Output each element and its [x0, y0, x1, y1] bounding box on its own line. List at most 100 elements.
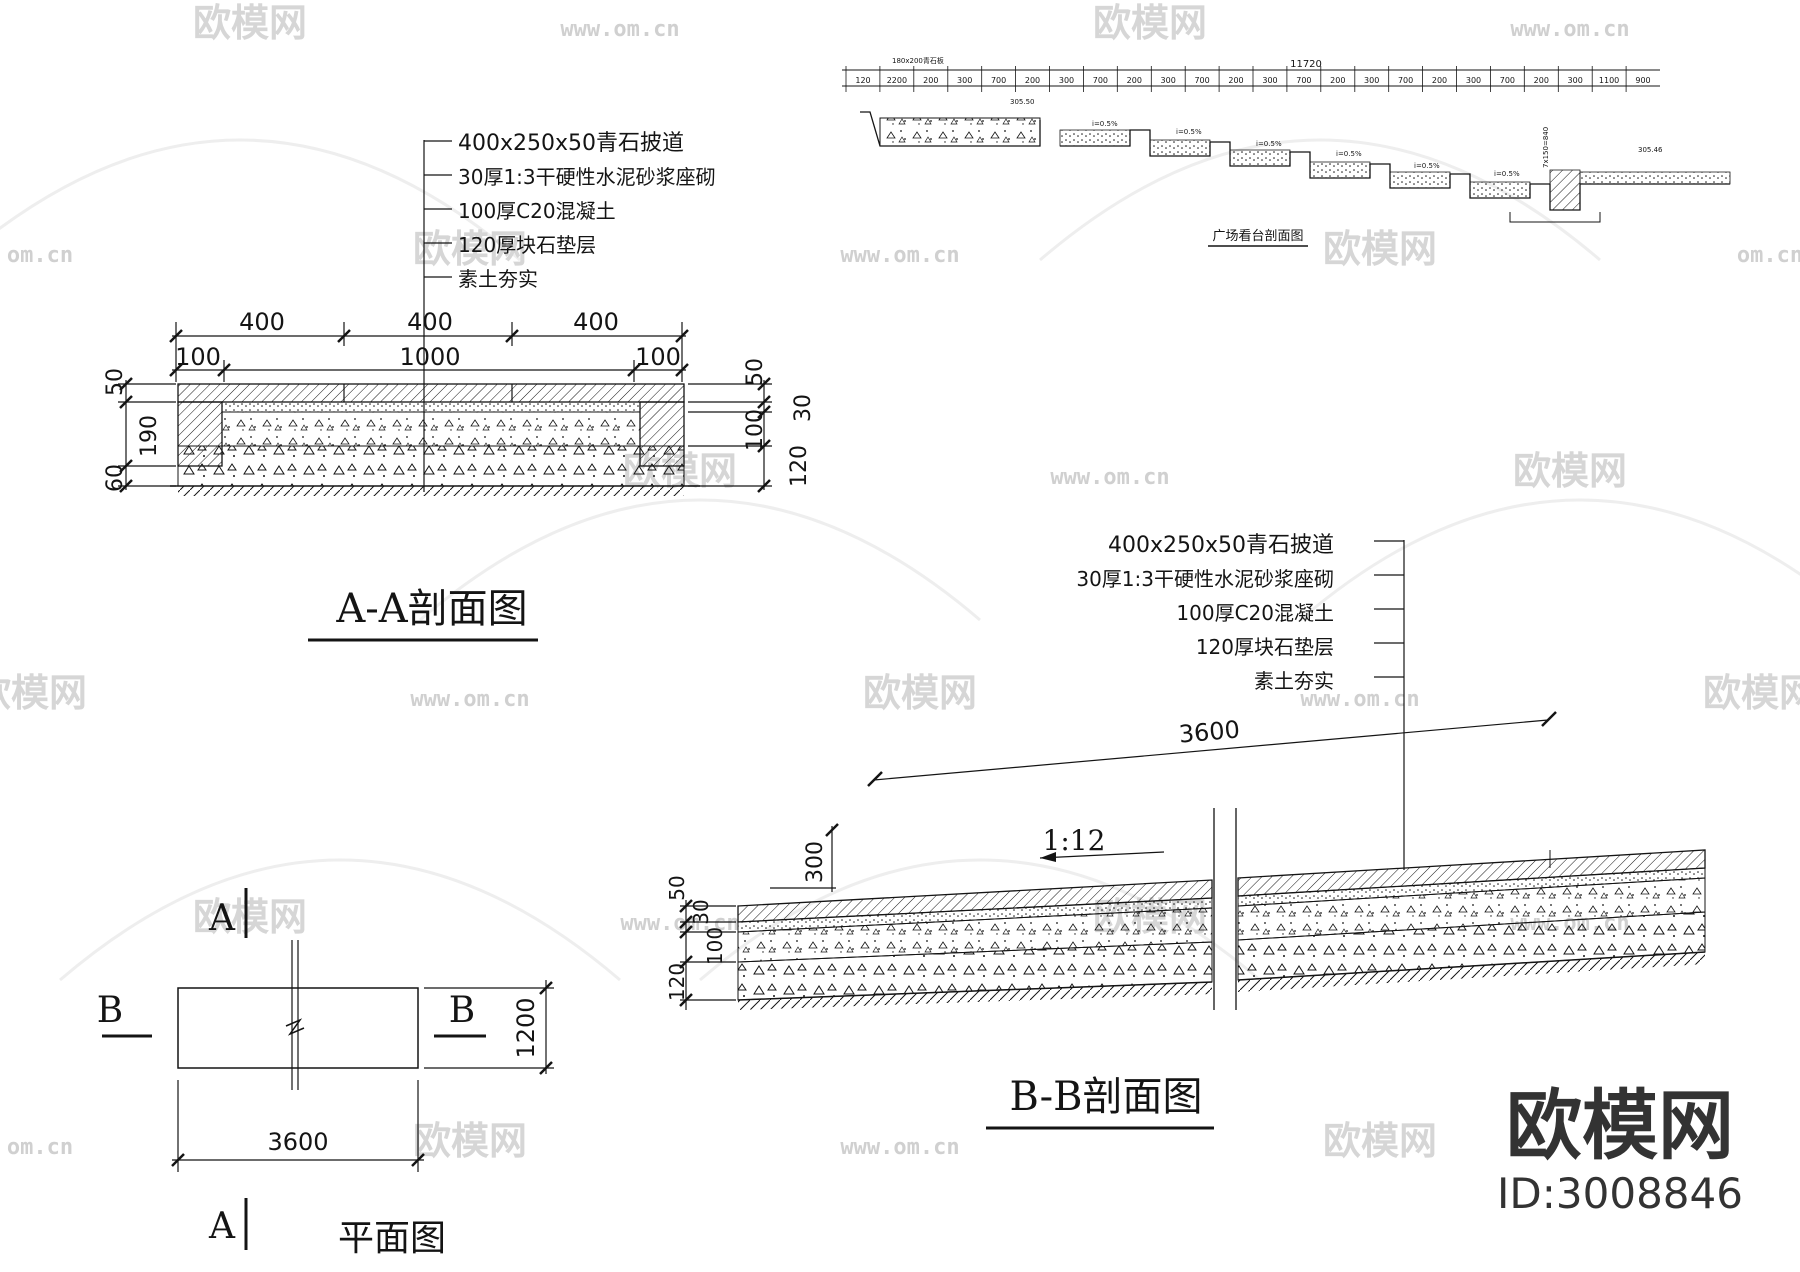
aa-dim-right-2: 30 — [791, 394, 816, 422]
brand-id: ID:3008846 — [1497, 1169, 1743, 1218]
plaza-note-4: i=0.5% — [1092, 120, 1118, 128]
aa-dim-left-1: 50 — [103, 368, 128, 396]
plaza-note-10: 7x150=840 — [1542, 127, 1550, 168]
plaza-segment-dim: 1100 — [1599, 76, 1619, 85]
brand-name: 欧模网 — [1506, 1081, 1734, 1170]
bb-layer-5: 素土夯实 — [1254, 669, 1334, 693]
watermark-text: www.om.cn — [410, 687, 529, 712]
plaza-segment-dim: 300 — [1568, 76, 1583, 85]
plaza-segment-dim: 700 — [1194, 76, 1209, 85]
plaza-section: 11720 180x200青石板 120 2200 200 300 700 200 300 7… — [842, 56, 1731, 247]
bb-dim-left-1: 50 — [665, 875, 689, 900]
plaza-segment-dim: 300 — [1364, 76, 1379, 85]
plan-height-dim: 1200 — [512, 997, 540, 1058]
watermark-text: om.cn — [1737, 243, 1800, 268]
aa-layer-2: 30厚1:3干硬性水泥砂浆座砌 — [458, 165, 716, 189]
aa-block-stone — [177, 445, 685, 487]
plaza-note-3: 305.46 — [1638, 146, 1663, 154]
watermark-text: 欧模网 — [863, 671, 977, 715]
watermark-text: www.om.cn — [1300, 687, 1419, 712]
plaza-note-1: 180x200青石板 — [892, 56, 944, 65]
plaza-note-6: i=0.5% — [1256, 140, 1282, 148]
section-bb: 400x250x50青石披道 30厚1:3干硬性水泥砂浆座砌 100厚C20混凝… — [665, 533, 1706, 1130]
plaza-note-9: i=0.5% — [1494, 170, 1520, 178]
plaza-note-8: i=0.5% — [1414, 162, 1440, 170]
plaza-segment-dim: 700 — [1296, 76, 1311, 85]
watermark-text: 欧模网 — [1323, 1119, 1437, 1163]
aa-dim-right-3: 100 — [743, 409, 768, 451]
aa-dim-right-4: 120 — [787, 445, 812, 487]
plaza-segment-dim: 300 — [1262, 76, 1277, 85]
bb-rise-dim: 300 — [803, 841, 828, 883]
plan-cut-b-left: B — [97, 990, 123, 1031]
watermark-text: 欧模网 — [193, 1, 307, 45]
watermark-text: 欧模网 — [1093, 1, 1207, 45]
plaza-segment-dim: 200 — [1330, 76, 1345, 85]
plaza-segment-dim: 200 — [1228, 76, 1243, 85]
plaza-segment-dim: 900 — [1635, 76, 1650, 85]
bb-layer-2: 30厚1:3干硬性水泥砂浆座砌 — [1076, 567, 1334, 591]
plan-width-dim: 3600 — [267, 1128, 328, 1156]
plaza-title: 广场看台剖面图 — [1212, 228, 1303, 244]
plaza-segment-dim: 700 — [1093, 76, 1108, 85]
plaza-segment-dim: 200 — [1432, 76, 1447, 85]
aa-earth — [178, 486, 684, 496]
aa-dim-left-2: 190 — [137, 415, 162, 457]
bb-length-dim: 3600 — [1178, 715, 1241, 748]
plaza-segment-dim: 300 — [957, 76, 972, 85]
bb-layer-3: 100厚C20混凝土 — [1176, 601, 1334, 625]
watermark-text: www.om.cn — [1510, 17, 1629, 42]
plaza-total: 11720 — [1290, 59, 1322, 70]
watermark-text: www.om.cn — [1050, 465, 1169, 490]
aa-layer-5: 素土夯实 — [458, 267, 538, 291]
plaza-segment-dim: 200 — [1534, 76, 1549, 85]
bb-dim-left-4: 120 — [665, 963, 689, 1001]
plaza-segment-dim: 200 — [1127, 76, 1142, 85]
bb-dim-left-2: 30 — [689, 899, 713, 924]
watermark-text: 欧模网 — [413, 227, 527, 271]
aa-mortar-bed — [221, 401, 641, 413]
plaza-segment-dim: 2200 — [887, 76, 907, 85]
aa-dim-top-2: 400 — [407, 308, 453, 336]
plaza-note-5: i=0.5% — [1176, 128, 1202, 136]
bb-slope: 1:12 — [1043, 824, 1106, 857]
plaza-note-7: i=0.5% — [1336, 150, 1362, 158]
aa-dim-mid-2: 1000 — [399, 343, 460, 371]
watermark-text: om.cn — [7, 243, 73, 268]
aa-dim-mid-3: 100 — [635, 343, 681, 371]
plan-title: 平面图 — [338, 1218, 446, 1259]
watermark-text: www.om.cn — [560, 17, 679, 42]
plaza-segment-dim: 120 — [855, 76, 870, 85]
plan-cut-a-top: A — [208, 898, 236, 939]
bb-dim-left-3: 100 — [703, 927, 727, 965]
aa-dim-right-1: 50 — [743, 358, 768, 386]
bb-layer-4: 120厚块石垫层 — [1196, 635, 1334, 659]
bb-layer-1: 400x250x50青石披道 — [1108, 533, 1334, 558]
aa-layer-1: 400x250x50青石披道 — [458, 131, 684, 156]
watermark-text: www.om.cn — [840, 243, 959, 268]
aa-dim-mid-1: 100 — [175, 343, 221, 371]
section-aa: 400x250x50青石披道 30厚1:3干硬性水泥砂浆座砌 100厚C20混凝… — [103, 131, 816, 642]
aa-dim-top-1: 400 — [239, 308, 285, 336]
plaza-segment-dim: 300 — [1161, 76, 1176, 85]
plaza-segment-dim: 700 — [1500, 76, 1515, 85]
watermark-text: 欧模网 — [413, 1119, 527, 1163]
aa-layer-4: 120厚块石垫层 — [458, 233, 596, 257]
aa-stone-paving — [177, 383, 685, 403]
aa-dim-top-3: 400 — [573, 308, 619, 336]
aa-layer-3: 100厚C20混凝土 — [458, 199, 616, 223]
plaza-segment-dim: 700 — [991, 76, 1006, 85]
plaza-segment-dim: 200 — [923, 76, 938, 85]
aa-dim-left-3: 60 — [103, 464, 128, 492]
watermark-text: 欧模网 — [1703, 671, 1800, 715]
plan-cut-b-right: B — [449, 990, 475, 1031]
watermark-text: 欧模网 — [0, 671, 87, 715]
plaza-note-2: 305.50 — [1010, 98, 1035, 106]
bb-title: B-B剖面图 — [1009, 1074, 1202, 1120]
plaza-segment-dim: 700 — [1398, 76, 1413, 85]
aa-title: A-A剖面图 — [335, 586, 527, 632]
watermark-text: 欧模网 — [1513, 449, 1627, 493]
watermark-text: www.om.cn — [840, 1135, 959, 1160]
watermark-text: 欧模网 — [193, 895, 307, 939]
